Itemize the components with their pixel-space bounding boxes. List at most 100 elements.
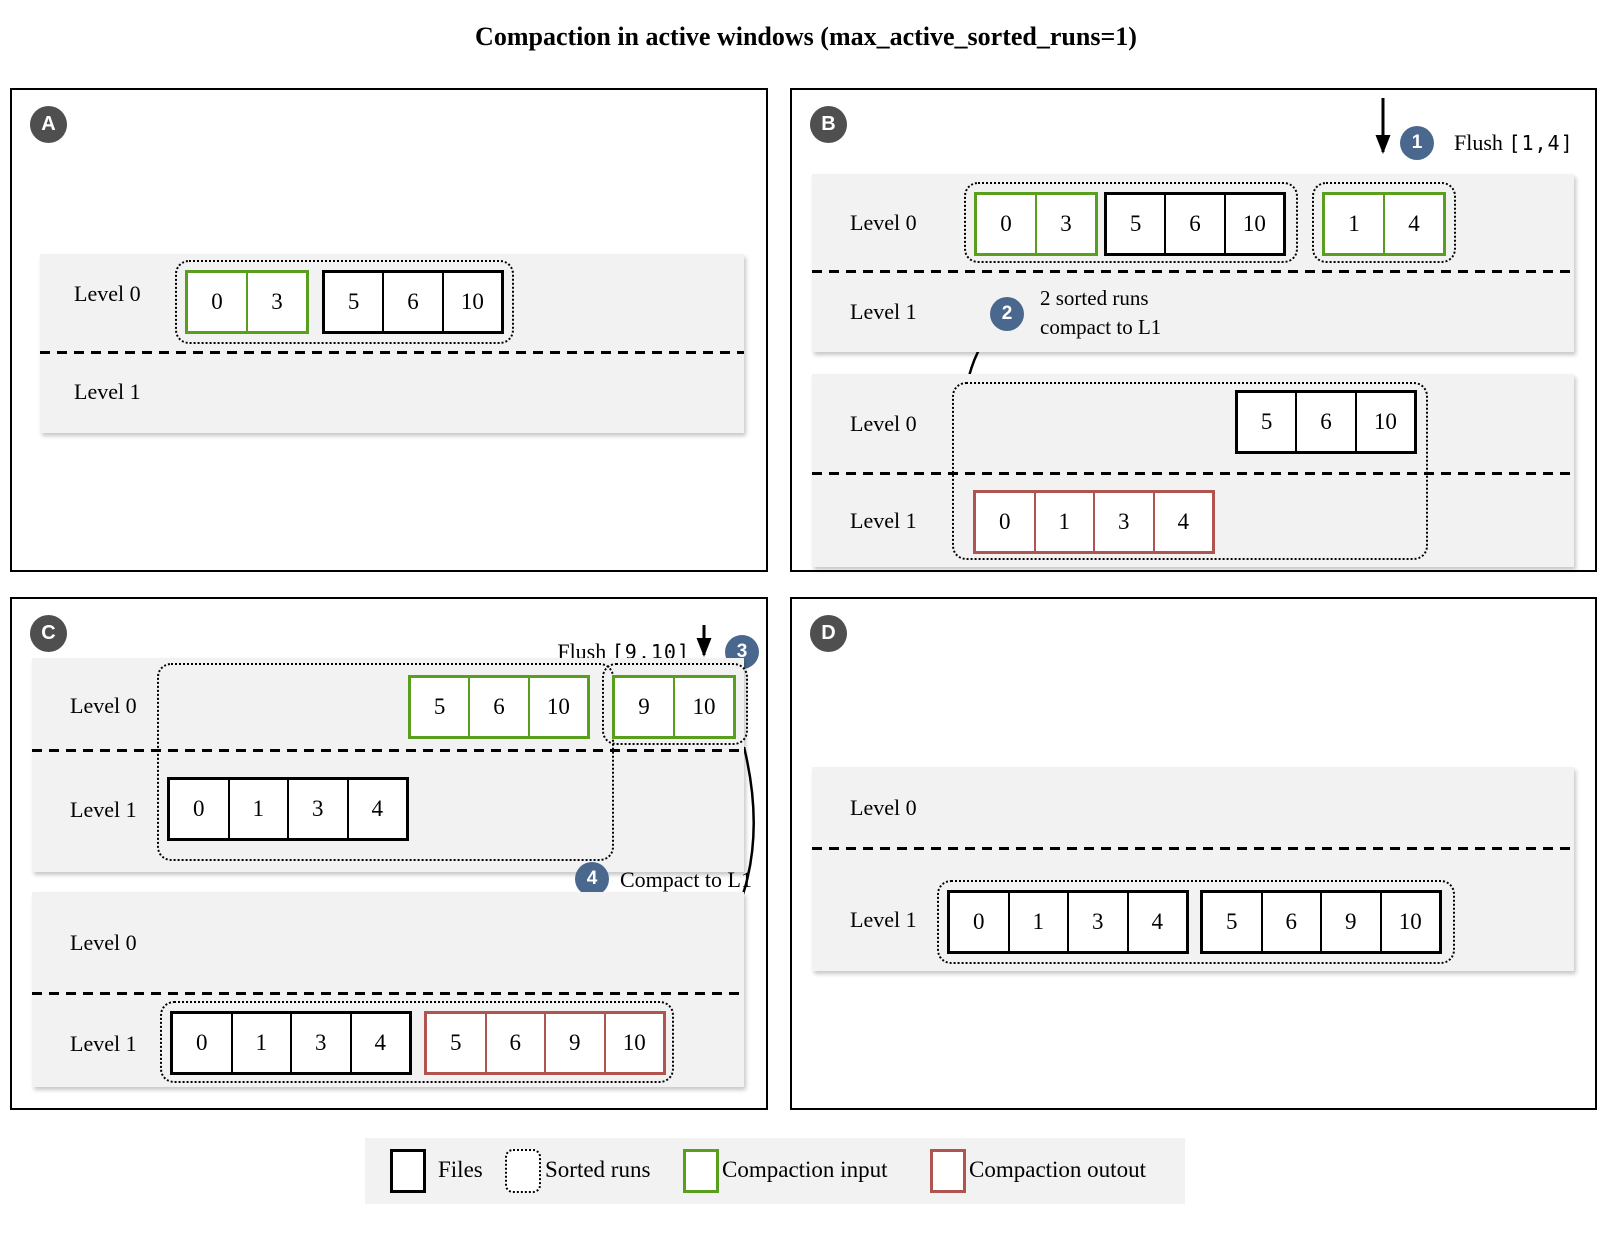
file-cell: 1 — [1007, 893, 1067, 951]
panel-d-level-band — [812, 767, 1574, 971]
file-cell: 6 — [1295, 393, 1355, 451]
level-divider — [812, 472, 1574, 475]
legend-sorted-runs-swatch — [505, 1149, 541, 1193]
sorted-run-outline — [952, 382, 1428, 560]
level-1-label: Level 1 — [850, 907, 917, 932]
panel-d-badge: D — [810, 615, 847, 652]
file-run-compaction-input: 9 10 — [612, 675, 736, 739]
compact-note: 2 sorted runs compact to L1 — [1040, 284, 1161, 342]
file-cell: 10 — [441, 273, 501, 331]
level-0-label: Level 0 — [850, 411, 917, 436]
level-0-label: Level 0 — [850, 210, 917, 235]
file-run: 5 6 10 — [1235, 390, 1417, 454]
level-0-label: Level 0 — [850, 795, 917, 820]
compact-note-line2: compact to L1 — [1040, 315, 1162, 339]
file-cell: 5 — [1107, 195, 1165, 253]
flush-range: [1,4] — [1508, 131, 1574, 155]
panel-b: B 1 Flush [1,4] Level 0 Level 1 0 3 5 — [790, 88, 1597, 572]
file-run-compaction-output: 0 1 3 4 — [973, 490, 1215, 554]
file-cell: 1 — [230, 1014, 290, 1072]
step-2-circle: 2 — [990, 297, 1024, 331]
file-run-compaction-output: 5 6 9 10 — [424, 1011, 666, 1075]
file-cell: 4 — [1152, 493, 1212, 551]
panel-b-badge: B — [810, 106, 847, 143]
file-cell: 4 — [346, 780, 406, 838]
level-divider — [32, 992, 744, 995]
file-run: 0 1 3 4 — [167, 777, 409, 841]
file-cell: 3 — [1067, 893, 1127, 951]
file-cell: 3 — [1035, 195, 1095, 253]
file-cell: 9 — [1320, 893, 1380, 951]
file-cell: 10 — [1354, 393, 1414, 451]
file-cell: 9 — [615, 678, 673, 736]
level-divider — [32, 749, 744, 752]
compact-note-line1: 2 sorted runs — [1040, 286, 1149, 310]
file-cell: 3 — [290, 1014, 350, 1072]
file-cell: 5 — [325, 273, 383, 331]
file-cell: 4 — [1126, 893, 1186, 951]
file-cell: 3 — [1093, 493, 1153, 551]
panel-a-badge: A — [30, 106, 67, 143]
file-cell: 1 — [1033, 493, 1093, 551]
file-cell: 10 — [673, 678, 733, 736]
legend-compaction-input-swatch — [683, 1149, 719, 1193]
legend-compaction-output-swatch — [930, 1149, 966, 1193]
file-cell: 6 — [468, 678, 528, 736]
level-divider — [40, 351, 744, 354]
level-0-label: Level 0 — [74, 281, 141, 306]
file-run-compaction-input: 0 3 — [185, 270, 309, 334]
level-0-label: Level 0 — [70, 930, 137, 955]
level-1-label: Level 1 — [850, 508, 917, 533]
sorted-run-outline — [157, 663, 614, 861]
panel-c-badge: C — [30, 615, 67, 652]
sorted-run-outline — [160, 1001, 674, 1083]
panel-a: A Level 0 Level 1 0 3 5 6 10 — [10, 88, 768, 572]
file-cell: 1 — [227, 780, 287, 838]
step-1-circle: 1 — [1400, 126, 1434, 160]
file-cell: 6 — [1164, 195, 1224, 253]
file-run: 5 6 10 — [322, 270, 504, 334]
file-cell: 10 — [603, 1014, 663, 1072]
sorted-run-outline — [964, 182, 1298, 263]
file-run: 5 6 10 — [1104, 192, 1286, 256]
file-cell: 0 — [170, 780, 228, 838]
file-cell: 4 — [349, 1014, 409, 1072]
file-cell: 9 — [544, 1014, 604, 1072]
legend: Files Sorted runs Compaction input Compa… — [365, 1138, 1185, 1204]
file-run-compaction-input: 0 3 — [974, 192, 1098, 256]
file-cell: 5 — [427, 1014, 485, 1072]
step-4-circle: 4 — [575, 862, 609, 896]
file-cell: 10 — [1223, 195, 1283, 253]
sorted-run-outline — [602, 663, 748, 745]
level-divider — [812, 847, 1574, 850]
legend-sorted-runs-label: Sorted runs — [545, 1157, 651, 1182]
file-cell: 10 — [1379, 893, 1439, 951]
sorted-run-outline — [175, 260, 514, 344]
flush-annotation: Flush [1,4] — [1454, 130, 1574, 156]
file-cell: 4 — [1383, 195, 1443, 253]
flush-label: Flush — [1454, 130, 1503, 155]
file-run: 0 1 3 4 — [947, 890, 1189, 954]
legend-files-label: Files — [438, 1157, 483, 1182]
level-0-label: Level 0 — [70, 693, 137, 718]
diagram-title: Compaction in active windows (max_active… — [475, 22, 1137, 51]
file-run-compaction-input: 5 6 10 — [408, 675, 590, 739]
file-cell: 0 — [188, 273, 246, 331]
file-cell: 1 — [1325, 195, 1383, 253]
sorted-run-outline — [1312, 182, 1456, 263]
file-cell: 6 — [382, 273, 442, 331]
file-cell: 0 — [173, 1014, 231, 1072]
level-1-label: Level 1 — [70, 1031, 137, 1056]
file-run-compaction-input: 1 4 — [1322, 192, 1446, 256]
file-cell: 3 — [287, 780, 347, 838]
file-cell: 5 — [1203, 893, 1261, 951]
sorted-run-outline — [937, 880, 1455, 964]
file-cell: 6 — [484, 1014, 544, 1072]
file-cell: 10 — [527, 678, 587, 736]
file-cell: 0 — [977, 195, 1035, 253]
panel-c: C Flush [9,10] 3 Level 0 Level 1 5 6 10 — [10, 597, 768, 1110]
file-cell: 6 — [1260, 893, 1320, 951]
legend-compaction-output-label: Compaction outout — [969, 1157, 1146, 1182]
legend-files-swatch — [390, 1149, 426, 1193]
